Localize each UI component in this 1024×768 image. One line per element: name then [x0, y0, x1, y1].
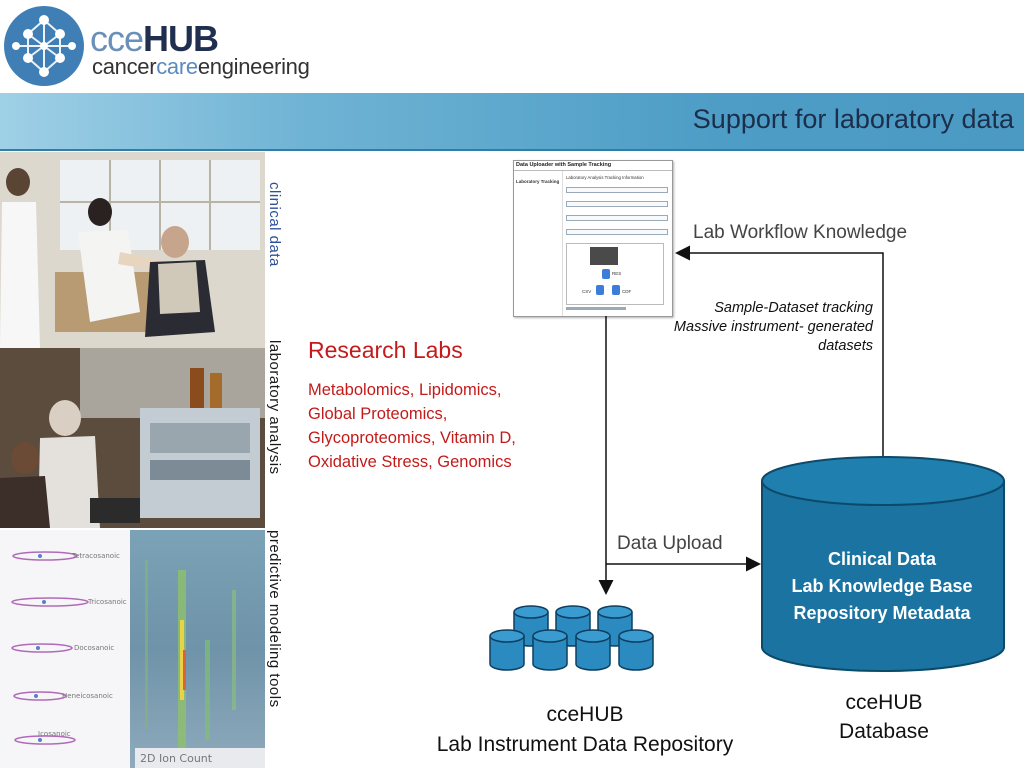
laboratory-photo: [0, 348, 265, 528]
compound-label: Icosanoic: [38, 730, 71, 738]
database-line: Lab Knowledge Base: [791, 576, 973, 596]
clinical-photo: [0, 152, 265, 348]
database-line: Clinical Data: [827, 549, 937, 569]
database-caption: cceHUB Database: [804, 688, 964, 746]
uploader-header: Laboratory Analysis Tracking Information: [566, 175, 644, 180]
thumb-chip: RES: [612, 271, 622, 276]
brand-tagline: cancercareengineering: [92, 54, 310, 79]
compound-label: Tricosanoic: [87, 598, 127, 606]
compound-label: Docosanoic: [74, 644, 114, 652]
database-caption-line: cceHUB: [845, 691, 923, 714]
brand-name: cceHUB: [90, 18, 219, 59]
cchub-logo: [4, 6, 84, 86]
repository-cylinders-icon: [489, 605, 654, 671]
modeling-chart-image: Tetracosanoic Tricosanoic Docosanoic Hen…: [0, 530, 265, 768]
database-cylinder-icon: [761, 456, 1005, 672]
compound-label: Heneicosanoic: [62, 692, 113, 700]
clinical-data-label: clinical data: [266, 182, 283, 267]
tracking-line: datasets: [818, 338, 873, 354]
thumb-chip: CDF: [622, 289, 632, 294]
research-labs-line: Global Proteomics,: [308, 405, 448, 423]
research-labs-title: Research Labs: [308, 337, 463, 363]
repository-caption: cceHUB Lab Instrument Data Repository: [400, 700, 770, 760]
uploader-title: Data Uploader with Sample Tracking: [516, 162, 612, 168]
tracking-notes: Sample-Dataset tracking Massive instrume…: [610, 299, 873, 356]
thumb-chip: CSV: [582, 289, 592, 294]
slide-title: Support for laboratory data: [692, 104, 1014, 134]
database-contents: Clinical Data Lab Knowledge Base Reposit…: [762, 546, 1002, 627]
uploader-screenshot: Data Uploader with Sample Tracking Labor…: [513, 160, 673, 317]
tracking-line: Sample-Dataset tracking: [714, 300, 873, 316]
repository-caption-line: cceHUB: [546, 703, 624, 726]
compound-label: Tetracosanoic: [71, 552, 120, 560]
research-labs-list: Metabolomics, Lipidomics, Global Proteom…: [308, 378, 578, 474]
predictive-modeling-label: predictive modeling tools: [266, 530, 283, 708]
lab-workflow-label: Lab Workflow Knowledge: [693, 222, 908, 243]
research-labs-line: Glycoproteomics, Vitamin D,: [308, 429, 516, 447]
data-upload-label: Data Upload: [617, 533, 723, 554]
database-line: Repository Metadata: [793, 603, 971, 623]
database-caption-line: Database: [839, 720, 929, 743]
research-labs-line: Oxidative Stress, Genomics: [308, 453, 512, 471]
title-banner: [0, 93, 1024, 151]
ion-count-caption: 2D Ion Count: [140, 752, 213, 765]
tracking-line: Massive instrument- generated: [673, 319, 873, 335]
repository-caption-line: Lab Instrument Data Repository: [436, 733, 734, 756]
uploader-side-label: Laboratory Tracking: [516, 179, 560, 184]
laboratory-analysis-label: laboratory analysis: [266, 340, 283, 475]
research-labs-line: Metabolomics, Lipidomics,: [308, 381, 502, 399]
arrow-lab-workflow: [675, 245, 884, 456]
